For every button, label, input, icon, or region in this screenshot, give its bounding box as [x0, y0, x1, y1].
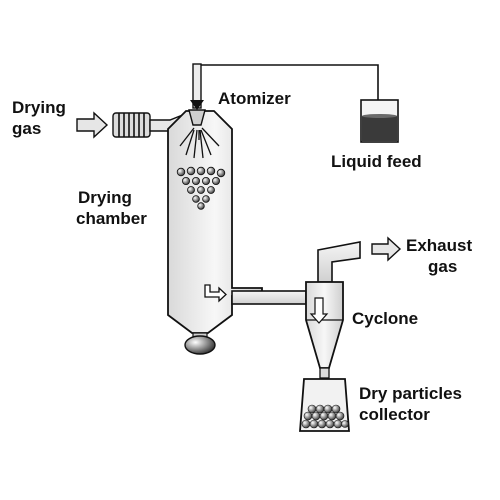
atomizer-nozzle: [188, 109, 206, 126]
cyclone-body: [305, 281, 344, 369]
cyclone-exhaust-pipe: [317, 241, 361, 283]
label-drying-chamber-line1: Drying: [78, 188, 132, 207]
label-drying-gas-line2: gas: [12, 119, 41, 138]
particle-collector: [299, 378, 350, 432]
label-atomizer: Atomizer: [218, 89, 291, 108]
liquid-feed-beaker: [360, 99, 399, 143]
heater-coil-icon: [112, 112, 151, 138]
cyclone-outlet: [319, 367, 330, 379]
label-exhaust-gas-line2: gas: [428, 257, 457, 276]
particle-cluster: [176, 166, 226, 210]
label-exhaust-gas-line1: Exhaust: [406, 236, 472, 255]
label-drying-chamber-line2: chamber: [76, 209, 147, 228]
outlet-arrow-icon: [204, 284, 227, 303]
label-cyclone: Cyclone: [352, 309, 418, 328]
transfer-pipe: [231, 290, 307, 305]
exhaust-arrow: [371, 236, 402, 262]
label-liquid-feed: Liquid feed: [331, 152, 422, 171]
label-drying-gas-line1: Drying: [12, 98, 66, 117]
label-dry-particles-line2: collector: [359, 405, 430, 424]
cyclone-arrow-icon: [309, 297, 329, 324]
bottom-valve: [184, 332, 216, 355]
drying-gas-arrow: [76, 111, 109, 139]
spray-pattern: [179, 127, 220, 159]
label-dry-particles-line1: Dry particles: [359, 384, 462, 403]
feed-pipe-arrow: [190, 100, 204, 110]
